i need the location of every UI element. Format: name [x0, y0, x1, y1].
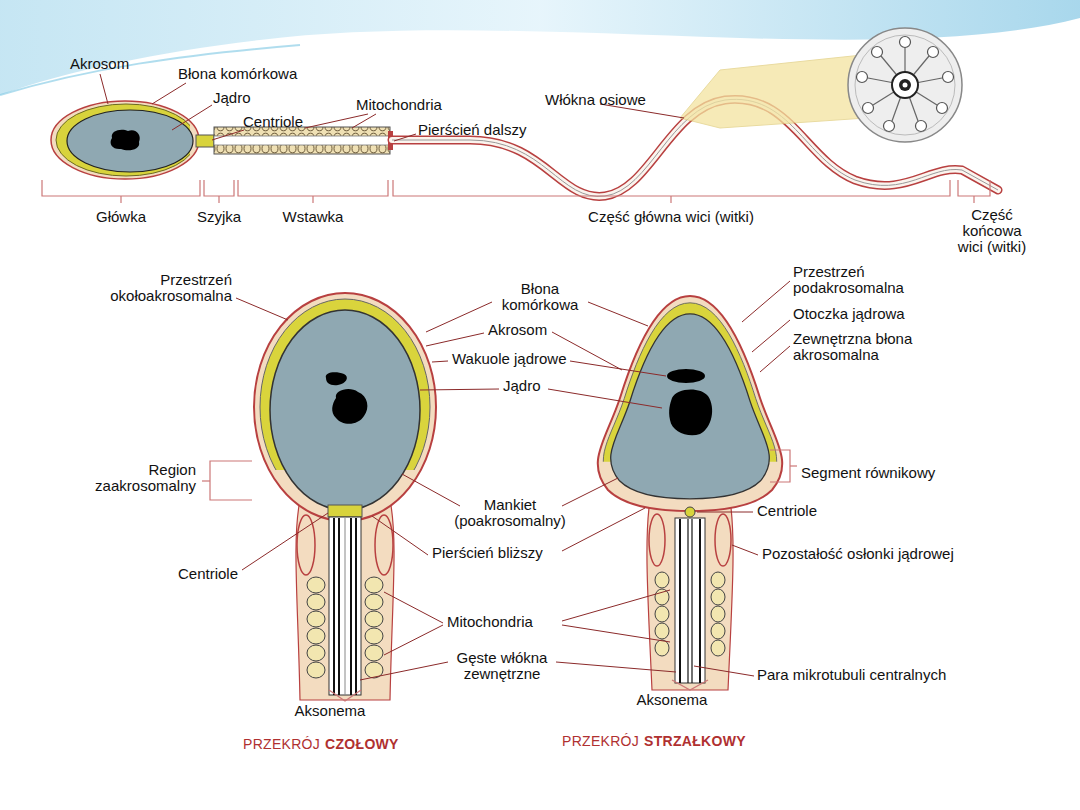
part-label: Segment równikowy	[801, 465, 935, 481]
part-label: Błona komórkowa	[494, 281, 586, 313]
background-swoosh	[0, 45, 300, 95]
part-label: Mankiet (poakrosomalny)	[447, 497, 573, 529]
part-label: Przestrzeń okołoakrosomalna	[92, 272, 232, 304]
part-label: Pierścień bliższy	[432, 545, 543, 561]
section-caption: STRZAŁKOWY	[644, 734, 746, 749]
part-label: Mitochondria	[447, 614, 533, 630]
part-label: Aksonema	[295, 703, 366, 719]
part-label: Szyjka	[197, 209, 241, 225]
part-label: Centriole	[178, 566, 238, 582]
region-bracket	[42, 180, 990, 203]
section-caption: PRZEKRÓJ	[562, 734, 639, 749]
part-label: Włókna osiowe	[545, 92, 646, 108]
part-label: Główka	[96, 209, 146, 225]
part-label: Zewnętrzna błona akrosomalna	[793, 331, 930, 363]
section-caption: PRZEKRÓJ	[243, 737, 320, 752]
part-label: Jądro	[213, 90, 251, 106]
region-bracket	[202, 450, 797, 701]
part-label: Para mikrotubuli centralnych	[757, 667, 946, 683]
part-label: Część główna wici (witki)	[588, 209, 754, 225]
whole-sperm	[51, 28, 998, 196]
part-label: Region zaakrosomalny	[84, 462, 196, 494]
axoneme-cross-section	[848, 28, 962, 142]
part-label: Przestrzeń podakrosomalna	[793, 264, 925, 296]
part-label: Pozostałość osłonki jądrowej	[762, 546, 954, 562]
part-label: Centriole	[243, 114, 303, 130]
sagittal-section	[598, 296, 782, 690]
part-label: Wakuole jądrowe	[452, 351, 567, 367]
frontal-section	[254, 293, 436, 700]
part-label: Mitochondria	[356, 97, 442, 113]
leader-line	[236, 281, 790, 680]
leader-line	[100, 74, 684, 141]
part-label: Akrosom	[488, 322, 547, 338]
section-caption: CZOŁOWY	[325, 737, 399, 752]
part-label: Aksonema	[637, 692, 708, 708]
part-label: Błona komórkowa	[178, 66, 297, 82]
part-label: Część końcowa wici (witki)	[955, 207, 1030, 254]
part-label: Jądro	[503, 378, 541, 394]
part-label: Wstawka	[283, 209, 344, 225]
part-label: Gęste włókna zewnętrzne	[451, 650, 553, 682]
part-label: Akrosom	[70, 56, 129, 72]
part-label: Centriole	[757, 503, 817, 519]
part-label: Pierścień dalszy	[418, 122, 526, 138]
part-label: Otoczka jądrowa	[793, 306, 905, 322]
